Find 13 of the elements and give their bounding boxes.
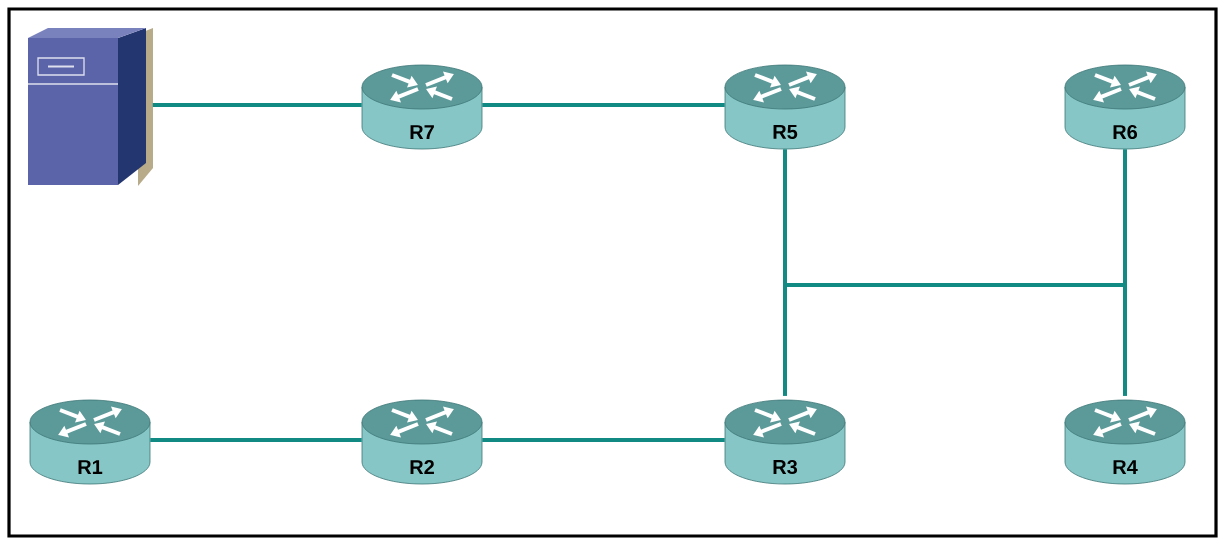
server-drawing xyxy=(27,28,153,186)
link-line xyxy=(150,438,362,442)
link-line xyxy=(152,103,362,107)
router: R2 xyxy=(361,399,483,485)
router: R5 xyxy=(724,64,846,150)
link-line xyxy=(783,283,1127,396)
link-line xyxy=(482,438,725,442)
router: R1 xyxy=(29,399,151,485)
router: R4 xyxy=(1064,399,1186,485)
router: R7 xyxy=(361,64,483,150)
router: R6 xyxy=(1064,64,1186,150)
router: R3 xyxy=(724,399,846,485)
link-line xyxy=(482,103,725,107)
